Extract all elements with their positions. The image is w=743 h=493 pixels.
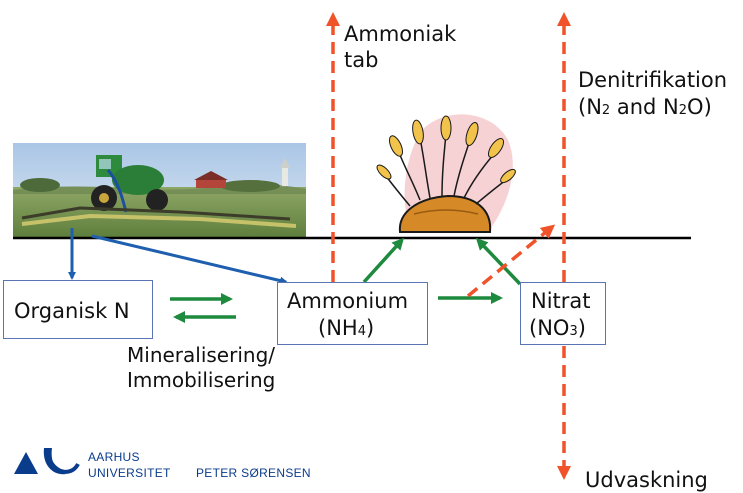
aarhus-university-logo — [14, 448, 80, 475]
nitrate-formula: (NO3) — [529, 316, 586, 340]
mineralisation-label: Mineralisering/ — [127, 343, 275, 367]
ammonium-uptake-arrow — [362, 237, 405, 284]
wheat-plant-illustration — [376, 114, 516, 233]
organic-n-label: Organisk N — [14, 299, 130, 323]
slurry-spreader-photo — [13, 143, 306, 238]
immobilisation-label: Immobilisering — [127, 368, 276, 392]
nitrate-label: Nitrat — [531, 289, 591, 313]
denitrification-label-line1: Denitrifikation — [578, 68, 728, 92]
denitrification-label-line2: (N2 and N2O) — [578, 95, 712, 119]
ammonium-box — [277, 282, 428, 345]
ammonium-formula: (NH4) — [318, 316, 375, 340]
organic-n-box — [3, 280, 153, 339]
nitrate-uptake-arrow — [475, 237, 522, 286]
university-name-line2: UNIVERSITET — [88, 466, 171, 480]
university-name-line1: AARHUS — [88, 450, 140, 464]
ammonia-loss-label-line2: tab — [344, 48, 379, 72]
nitrate-box — [520, 282, 606, 345]
manure-to-ammonium-arrow — [91, 234, 288, 285]
ammonium-label: Ammonium — [287, 289, 409, 313]
author-name: PETER SØRENSEN — [196, 466, 311, 480]
leaching-label: Udvaskning — [585, 468, 708, 492]
ammonia-loss-label-line1: Ammoniak — [344, 22, 457, 46]
